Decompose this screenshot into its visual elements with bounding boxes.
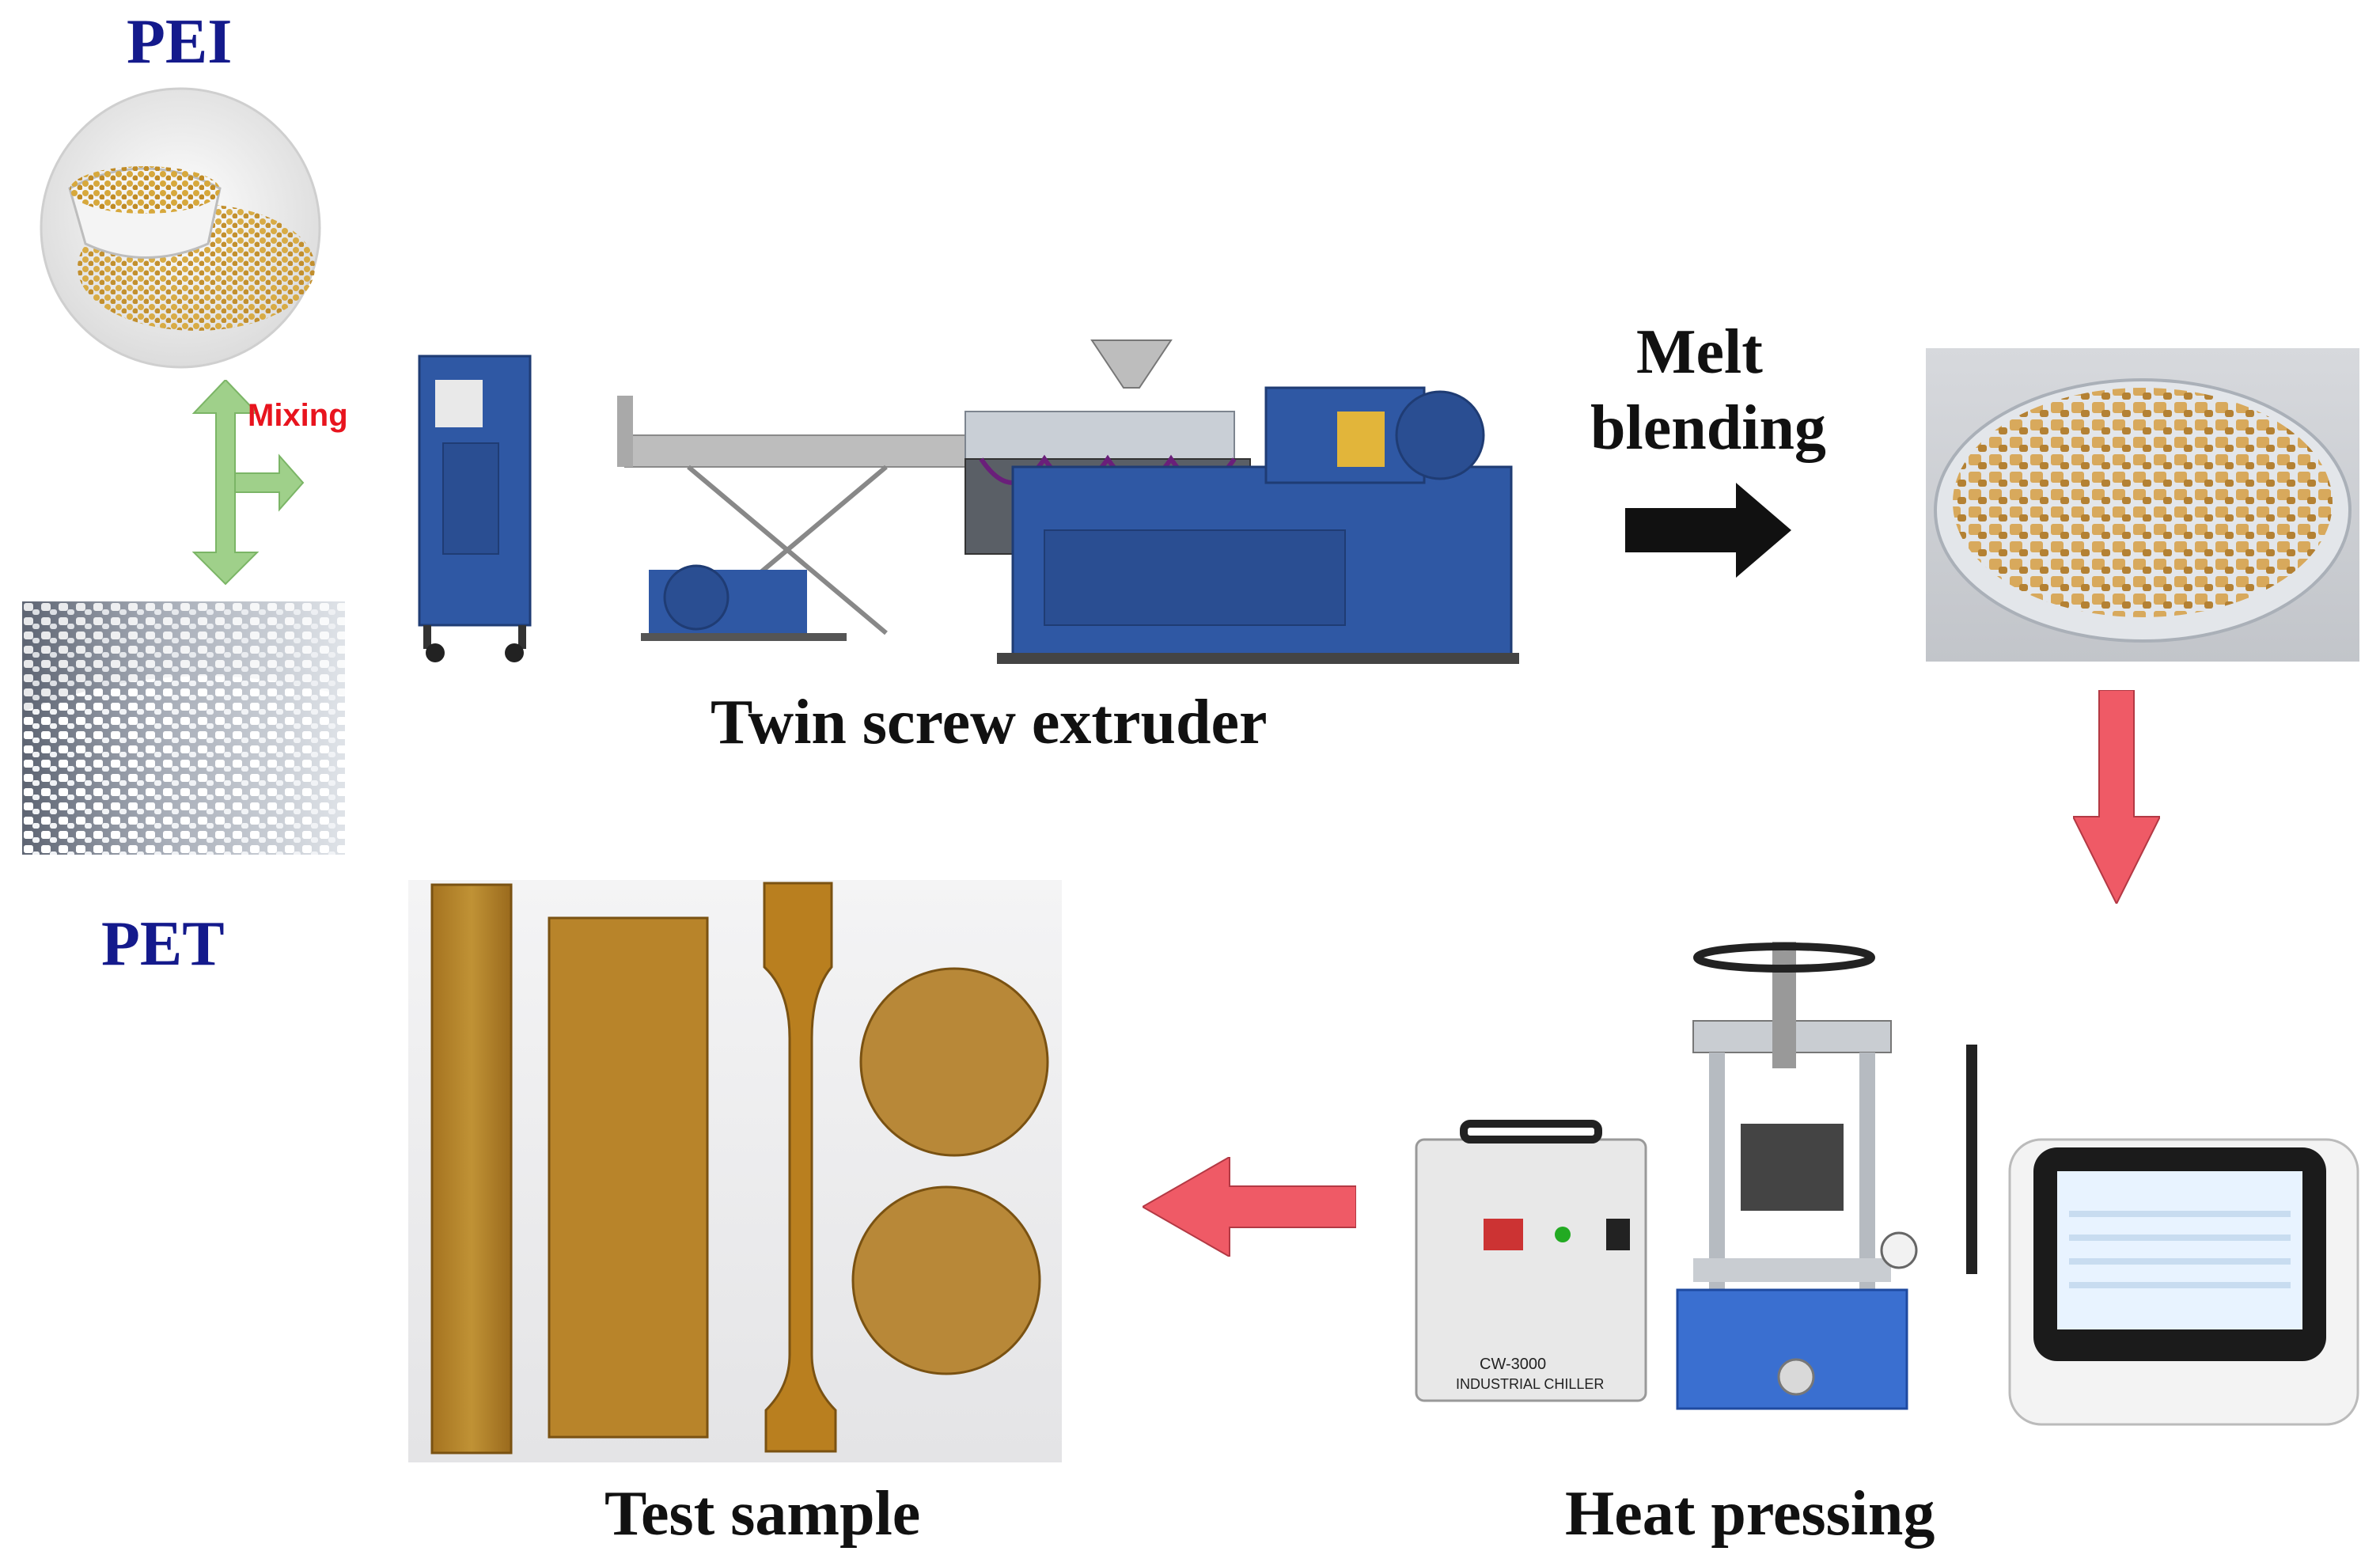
chiller-model-text: CW-3000 (1480, 1356, 1546, 1373)
melt-blending-label-line2: blending (1590, 393, 1826, 463)
chiller-name-text: INDUSTRIAL CHILLER (1456, 1376, 1604, 1392)
extruder-label: Twin screw extruder (711, 688, 1268, 757)
twin-screw-extruder-image (411, 332, 1535, 681)
mixing-arrow-icon (178, 380, 305, 586)
left-arrow-icon (1143, 1157, 1356, 1257)
heat-press-image: CW-3000 INDUSTRIAL CHILLER (1408, 910, 2366, 1440)
pet-label: PET (101, 909, 225, 979)
mixing-label: Mixing (248, 398, 348, 433)
pet-pellets-image (22, 601, 345, 855)
heat-pressing-label: Heat pressing (1565, 1479, 1935, 1549)
test-sample-image (408, 880, 1062, 1462)
melt-blending-label-line1: Melt (1636, 317, 1763, 387)
test-sample-label: Test sample (604, 1479, 921, 1549)
down-arrow-icon (2073, 690, 2160, 904)
pei-label: PEI (127, 7, 233, 77)
blended-pellets-image (1926, 348, 2359, 662)
right-arrow-icon (1625, 483, 1791, 578)
pei-pellets-image (38, 85, 323, 370)
